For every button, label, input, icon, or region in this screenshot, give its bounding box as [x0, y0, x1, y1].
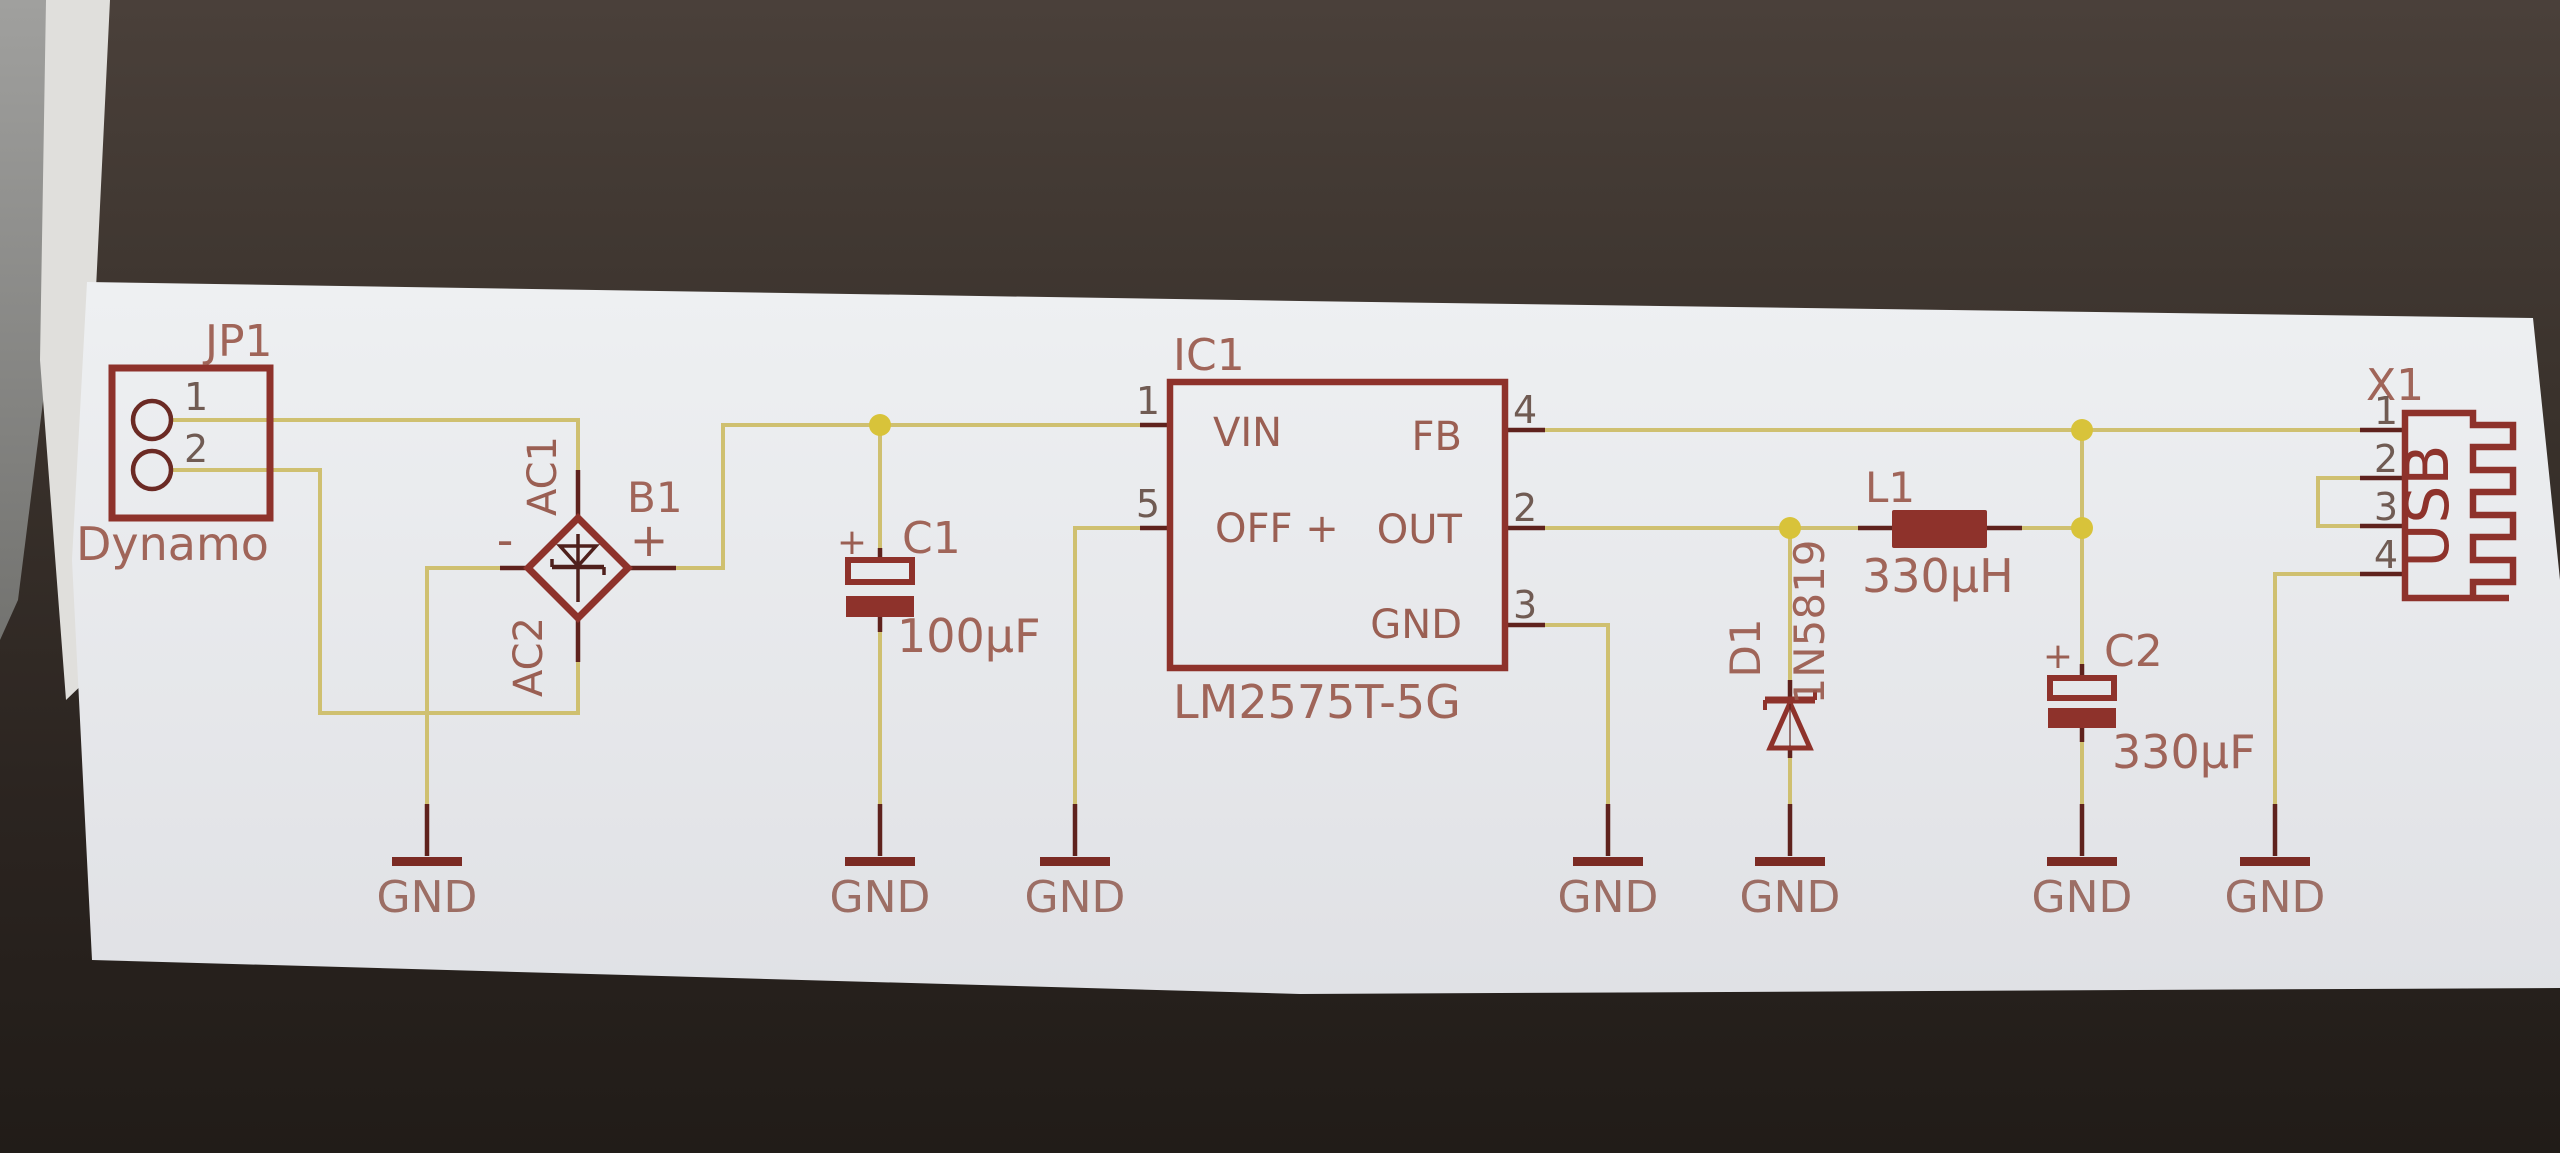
b1-diode-glyph	[550, 534, 606, 602]
net-off-gnd	[1073, 526, 1140, 806]
jp1-pin1-circle	[130, 398, 174, 442]
x1-pin3-number: 3	[2374, 485, 2398, 529]
components	[108, 364, 2517, 866]
b1-plus-label: +	[630, 513, 669, 567]
b1-body	[523, 513, 633, 623]
x1-ref-label: X1	[2366, 360, 2424, 411]
jp1-pin1-number: 1	[184, 375, 208, 419]
junction-fb-node	[2071, 419, 2093, 441]
jp1-pin2-number: 2	[184, 427, 208, 471]
schematic-paper	[72, 282, 2560, 994]
net-x1-data-loop	[2316, 476, 2360, 528]
junction-c1	[869, 414, 891, 436]
gnd-label-1: GND	[377, 872, 478, 923]
ic1-part-label: LM2575T-5G	[1173, 675, 1461, 729]
ic1-pin1-number: 1	[1136, 379, 1160, 423]
x1-pin1-number: 1	[2374, 389, 2398, 433]
c1-ref-label: C1	[902, 513, 961, 564]
jp1-ref-label: JP1	[202, 316, 273, 367]
c2-plus-label: +	[2043, 636, 2073, 677]
b1-ref-label: B1	[627, 473, 683, 522]
gnd-label-5: GND	[1740, 872, 1841, 923]
gnd-label-7: GND	[2225, 872, 2326, 923]
x1-body	[2401, 409, 2517, 602]
c2-value-label: 330µF	[2112, 725, 2256, 779]
junction-out-node	[2071, 517, 2093, 539]
l1-ref-label: L1	[1865, 463, 1915, 512]
l1-value-label: 330µH	[1862, 549, 2014, 603]
gnd-label-6: GND	[2032, 872, 2133, 923]
ic1-ref-label: IC1	[1173, 330, 1245, 381]
gnd-label-2: GND	[830, 872, 931, 923]
b1-ac2-label: AC2	[506, 617, 552, 697]
jp1-pin2-circle	[130, 448, 174, 492]
l1-body	[1892, 510, 1987, 548]
ic1-pin4-number: 4	[1513, 388, 1537, 432]
ic1-out-label: OUT	[1377, 507, 1463, 553]
c2-plate-top	[2047, 675, 2117, 701]
c1-plus-label: +	[837, 522, 867, 563]
x1-pin2-number: 2	[2374, 437, 2398, 481]
c1-value-label: 100µF	[897, 609, 1041, 663]
pin-stubs	[424, 422, 2405, 856]
c2-ref-label: C2	[2104, 626, 2163, 677]
gnd-label-4: GND	[1558, 872, 1659, 923]
d1-value-label: 1N5819	[1785, 539, 1834, 704]
ic1-gnd-label: GND	[1370, 602, 1462, 648]
net-wires	[171, 418, 2360, 806]
labels: JP1 1 2 Dynamo AC1 AC2 B1 - + + C1 100µF…	[76, 316, 2463, 923]
c1-plate-bottom	[846, 596, 914, 617]
b1-ac1-label: AC1	[520, 436, 566, 516]
net-bridge-minus-gnd	[425, 566, 500, 806]
b1-minus-label: -	[497, 513, 514, 567]
x1-usb-label: USB	[2393, 444, 2463, 567]
net-jp1-pin1-ac1	[171, 418, 580, 470]
c2-plate-bottom	[2048, 708, 2116, 728]
d1-ref-label: D1	[1721, 618, 1770, 677]
x1-pin4-number: 4	[2374, 533, 2398, 577]
ic1-body	[1166, 378, 1509, 672]
ic1-fb-label: FB	[1412, 414, 1462, 460]
ic1-pin3-number: 3	[1513, 583, 1537, 627]
net-bridge-plus-vin	[676, 423, 1140, 570]
d1-body	[1763, 690, 1817, 751]
gnd-label-3: GND	[1025, 872, 1126, 923]
junction-dots	[869, 414, 2093, 539]
ic1-vin-label: VIN	[1213, 410, 1282, 456]
ic1-pin5-number: 5	[1136, 482, 1160, 526]
net-ic-gnd	[1545, 623, 1610, 806]
ic1-pin2-number: 2	[1513, 486, 1537, 530]
ic1-off-label: OFF +	[1215, 506, 1339, 552]
net-x1-gnd	[2273, 572, 2360, 806]
junction-d1	[1779, 517, 1801, 539]
jp1-value-label: Dynamo	[76, 517, 269, 571]
jp1-body	[108, 364, 274, 522]
gnd-bars	[392, 857, 2310, 866]
c1-plate-top	[845, 557, 915, 585]
